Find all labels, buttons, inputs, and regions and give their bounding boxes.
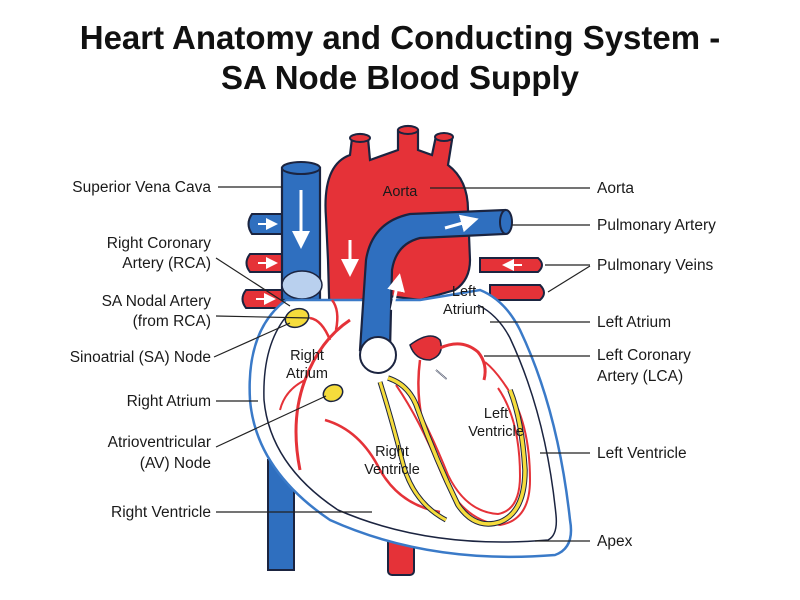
- conduction-pathway: [377, 375, 528, 527]
- leader-sa-node: [213, 322, 291, 358]
- label-pulmonary-artery: Pulmonary Artery: [597, 217, 716, 234]
- leader-pulmonary-veins-2: [547, 265, 591, 293]
- right-coronary-artery: [279, 299, 441, 514]
- inner-label-right-ventricle-1: Right: [375, 444, 409, 460]
- superior-vena-cava: [280, 161, 323, 302]
- label-aorta: Aorta: [597, 180, 634, 197]
- inner-label-left-atrium-1: Left: [452, 284, 476, 300]
- label-sa-node: Sinoatrial (SA) Node: [70, 349, 211, 366]
- label-lca-line-2: Artery (LCA): [597, 368, 683, 385]
- label-rca-line-2: Artery (RCA): [122, 255, 211, 272]
- inner-label-left-atrium-2: Atrium: [443, 302, 485, 318]
- label-av-node-line-1: Atrioventricular: [108, 434, 211, 451]
- inner-label-right-ventricle-2: Ventricle: [364, 462, 420, 478]
- inner-label-right-atrium-2: Atrium: [286, 366, 328, 382]
- label-left-atrium: Left Atrium: [597, 314, 671, 331]
- page-title-line-1: Heart Anatomy and Conducting System -: [79, 19, 721, 56]
- pulmonary-veins-right: [479, 257, 545, 301]
- page-title-line-2: SA Node Blood Supply: [220, 59, 580, 96]
- inner-label-left-ventricle-1: Left: [484, 406, 508, 422]
- svc-tributary: [247, 213, 286, 235]
- label-av-node-line-2: (AV) Node: [140, 455, 211, 472]
- pulmonary-veins-left: [241, 253, 286, 309]
- label-apex: Apex: [597, 533, 633, 550]
- label-sa-nodal-artery-line-1: SA Nodal Artery: [102, 293, 212, 310]
- heart-inner-outline: [263, 304, 558, 543]
- label-sa-nodal-artery-line-2: (from RCA): [133, 313, 211, 330]
- label-rca-line-1: Right Coronary: [107, 235, 211, 252]
- label-right-atrium: Right Atrium: [127, 393, 211, 410]
- label-left-ventricle: Left Ventricle: [597, 445, 687, 462]
- inner-label-aorta: Aorta: [383, 184, 419, 200]
- label-superior-vena-cava: Superior Vena Cava: [72, 179, 211, 196]
- leader-sa-nodal-artery: [215, 315, 311, 319]
- inner-label-left-ventricle-2: Ventricle: [468, 424, 524, 440]
- leader-rca: [215, 257, 291, 307]
- pulmonary-trunk: [358, 208, 513, 374]
- label-lca-line-1: Left Coronary: [597, 347, 691, 364]
- heart-outer-outline: [248, 288, 573, 559]
- inner-label-right-atrium-1: Right: [290, 348, 324, 364]
- label-pulmonary-veins: Pulmonary Veins: [597, 257, 714, 274]
- leader-av-node: [215, 395, 327, 448]
- label-right-ventricle: Right Ventricle: [111, 504, 211, 521]
- left-coronary-artery: [409, 335, 487, 421]
